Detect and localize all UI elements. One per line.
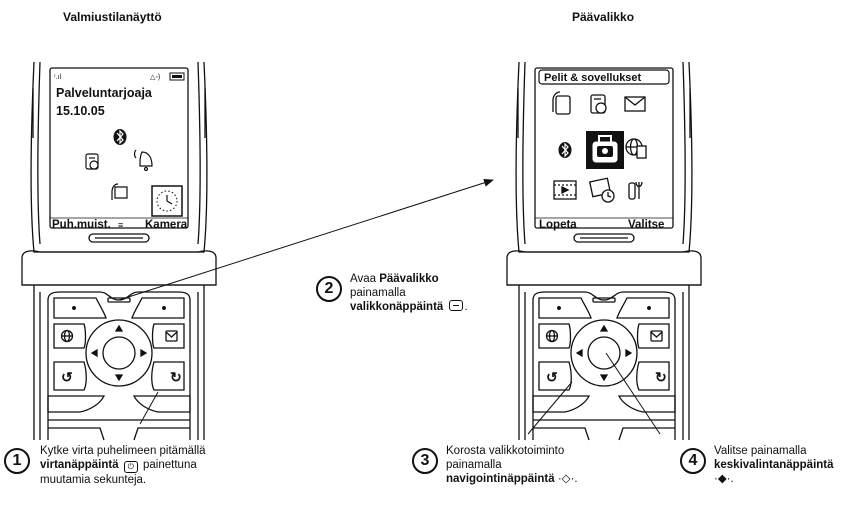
battery-icon xyxy=(169,72,185,81)
svg-text:↻: ↻ xyxy=(170,369,182,385)
calendar-tools-menu-icon[interactable] xyxy=(588,177,615,203)
menu-key-icon xyxy=(448,300,463,311)
left-phone: ↺ ↻ xyxy=(21,61,217,441)
power-key-icon: ⏻ xyxy=(123,461,138,473)
signal-icon: ʳ.ıl xyxy=(54,74,62,81)
step-3-line2: painamalla xyxy=(446,459,502,471)
step-2-text: Avaa Päävalikko painamalla valikkonäppäi… xyxy=(350,273,468,313)
step-2-bold1: Päävalikko xyxy=(379,273,439,285)
step-1-number: 1 xyxy=(4,448,30,474)
power-key-leader xyxy=(139,391,159,425)
step-3-line1: Korosta valikkotoiminto xyxy=(446,445,565,457)
svg-text:↻: ↻ xyxy=(655,369,667,385)
date-text: 15.10.05 xyxy=(56,104,105,118)
step-1-line3: muutamia sekunteja. xyxy=(40,474,147,486)
nav-key-icon: ·◇· xyxy=(557,473,575,485)
center-key-icon: ·◆· xyxy=(714,473,731,485)
right-phone: ↺ ↻ xyxy=(506,61,702,441)
step-4-text: Valitse painamalla keskivalintanäppäintä… xyxy=(714,445,834,485)
bluetooth-menu-icon[interactable] xyxy=(558,142,572,158)
operator-name: Palveluntarjoaja xyxy=(56,86,153,100)
step-2-number: 2 xyxy=(316,276,342,302)
main-menu-title: Päävalikko xyxy=(572,10,635,24)
clock-icon xyxy=(151,185,183,217)
softkey-left-label[interactable]: Puh.muist. xyxy=(52,219,111,231)
recent-calls-icon xyxy=(85,153,99,170)
settings-menu-icon[interactable] xyxy=(628,181,643,200)
step-2-pre: Avaa xyxy=(350,273,377,285)
messages-icon xyxy=(111,183,128,200)
web-access-menu-icon[interactable] xyxy=(625,138,647,159)
menu-key-arrow xyxy=(118,178,494,301)
step-2-bold2: valikkonäppäintä xyxy=(350,301,444,313)
menu-indicator-icon: ≡ xyxy=(118,220,123,230)
svg-text:↺: ↺ xyxy=(546,369,558,385)
step-4-line1: Valitse painamalla xyxy=(714,445,807,457)
step-4-bold: keskivalintanäppäintä xyxy=(714,459,834,471)
games-apps-menu-icon-selected[interactable] xyxy=(586,131,624,169)
softkey-exit-label[interactable]: Lopeta xyxy=(539,219,577,231)
step-3-bold: navigointinäppäintä xyxy=(446,473,555,485)
multimedia-menu-icon[interactable] xyxy=(553,180,577,200)
contacts-menu-icon[interactable] xyxy=(590,94,607,114)
standby-screen-title: Valmiustilanäyttö xyxy=(63,10,162,24)
menu-header: Pelit & sovellukset xyxy=(544,72,642,84)
step-3-number: 3 xyxy=(412,448,438,474)
recent-calls-menu-icon[interactable] xyxy=(552,91,571,115)
step-1-line1: Kytke virta puhelimeen pitämällä xyxy=(40,445,206,457)
softkey-select-label[interactable]: Valitse xyxy=(628,219,664,231)
left-screen-content: ʳ.ıl △◦) Palveluntarjoaja 15.10.05 xyxy=(50,72,188,231)
softkey-right-label[interactable]: Kamera xyxy=(145,219,188,231)
step-1-line2: painettuna xyxy=(143,459,197,471)
step-4-number: 4 xyxy=(680,448,706,474)
svg-text:↺: ↺ xyxy=(61,369,73,385)
right-screen-content: Pelit & sovellukset xyxy=(535,69,673,231)
center-key-leader xyxy=(605,352,661,435)
nav-key-leader xyxy=(527,381,573,435)
step-1-text: Kytke virta puhelimeen pitämällä virtanä… xyxy=(40,444,206,487)
step-2-line2: painamalla xyxy=(350,287,406,299)
step-3-text: Korosta valikkotoiminto painamalla navig… xyxy=(446,445,578,485)
bluetooth-icon xyxy=(113,129,127,145)
ringtone-icon xyxy=(133,149,153,172)
messages-menu-icon[interactable] xyxy=(624,96,646,112)
status-icons: △◦) xyxy=(150,74,160,81)
step-1-bold: virtanäppäintä xyxy=(40,459,119,471)
